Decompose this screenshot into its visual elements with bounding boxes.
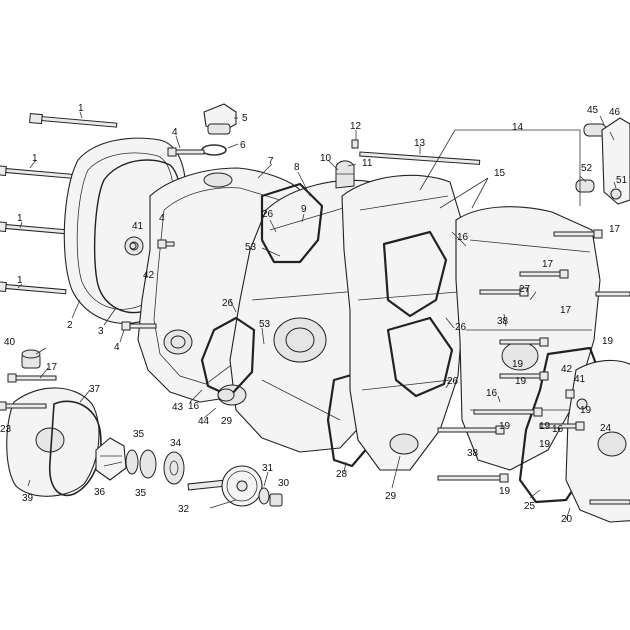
- callout-1: 1: [17, 275, 23, 286]
- callout-19: 19: [602, 336, 614, 347]
- callout-16: 16: [188, 401, 200, 412]
- callout-19: 19: [512, 359, 524, 370]
- callout-46: 46: [609, 107, 621, 118]
- callout-12: 12: [350, 121, 362, 132]
- callout-43: 43: [172, 402, 184, 413]
- callout-5: 5: [242, 113, 248, 124]
- callout-41: 41: [574, 374, 586, 385]
- callout-29: 29: [221, 416, 233, 427]
- callout-32: 32: [178, 504, 190, 515]
- callout-3: 3: [98, 326, 104, 337]
- callout-19: 19: [580, 405, 592, 416]
- callout-1: 1: [32, 153, 38, 164]
- callout-16: 16: [486, 388, 498, 399]
- callout-19: 19: [499, 421, 511, 432]
- callout-labels: 1 1 1 1 2 3 4 4 4 5 6 7 8 9 10 11 12 13 …: [0, 103, 628, 525]
- callout-10: 10: [320, 153, 332, 164]
- callout-24: 24: [600, 423, 612, 434]
- callout-13: 13: [414, 138, 426, 149]
- callout-17: 17: [560, 305, 572, 316]
- callout-26: 26: [262, 209, 274, 220]
- long-bolts: [0, 113, 118, 295]
- callout-30: 30: [278, 478, 290, 489]
- callout-20: 20: [561, 514, 573, 525]
- callout-37: 37: [89, 384, 101, 395]
- oil-filler-plug: [201, 103, 237, 156]
- callout-41: 41: [132, 221, 144, 232]
- shaft-rods: [335, 139, 481, 189]
- callout-45: 45: [587, 105, 599, 116]
- linkage-bracket: [575, 117, 630, 205]
- callout-36: 36: [94, 487, 106, 498]
- callout-23: 23: [0, 424, 12, 435]
- callout-17: 17: [609, 224, 621, 235]
- callout-17: 17: [542, 259, 554, 270]
- callout-9: 9: [301, 204, 307, 215]
- callout-19: 19: [499, 486, 511, 497]
- callout-4: 4: [172, 127, 178, 138]
- callout-53: 53: [245, 242, 257, 253]
- callout-16: 16: [457, 232, 469, 243]
- callout-51: 51: [616, 175, 628, 186]
- callout-11: 11: [362, 158, 373, 169]
- callout-6: 6: [240, 140, 246, 151]
- callout-34: 34: [170, 438, 182, 449]
- callout-27: 27: [519, 284, 531, 295]
- callout-17: 17: [46, 362, 58, 373]
- callout-16: 16: [552, 424, 564, 435]
- callout-2: 2: [67, 320, 73, 331]
- leader-lines: [17, 111, 617, 521]
- cover-bolts: [121, 147, 205, 331]
- callout-53: 53: [259, 319, 271, 330]
- water-pump-assembly: [0, 349, 283, 507]
- callout-35: 35: [133, 429, 145, 440]
- callout-19: 19: [539, 439, 551, 450]
- callout-26: 26: [222, 298, 234, 309]
- callout-26: 26: [455, 322, 467, 333]
- callout-14: 14: [512, 122, 524, 133]
- callout-26: 26: [447, 376, 459, 387]
- callout-1: 1: [17, 213, 23, 224]
- callout-19: 19: [539, 421, 551, 432]
- callout-52: 52: [581, 163, 593, 174]
- callout-44: 44: [198, 416, 210, 427]
- callout-1: 1: [78, 103, 84, 114]
- callout-38: 38: [497, 316, 509, 327]
- callout-40: 40: [4, 337, 16, 348]
- central-crankcase: [341, 174, 465, 471]
- callout-42: 42: [561, 364, 573, 375]
- callout-39: 39: [22, 493, 34, 504]
- callout-28: 28: [336, 469, 348, 480]
- callout-7: 7: [268, 156, 274, 167]
- callout-42: 42: [143, 270, 155, 281]
- callout-8: 8: [294, 162, 300, 173]
- callout-35: 35: [135, 488, 147, 499]
- callout-15: 15: [494, 168, 506, 179]
- callout-38: 38: [467, 448, 479, 459]
- callout-4: 4: [114, 342, 120, 353]
- callout-4: 4: [159, 213, 165, 224]
- callout-31: 31: [262, 463, 274, 474]
- callout-19: 19: [515, 376, 527, 387]
- small-fasteners: [129, 229, 630, 505]
- callout-25: 25: [524, 501, 536, 512]
- callout-29: 29: [385, 491, 397, 502]
